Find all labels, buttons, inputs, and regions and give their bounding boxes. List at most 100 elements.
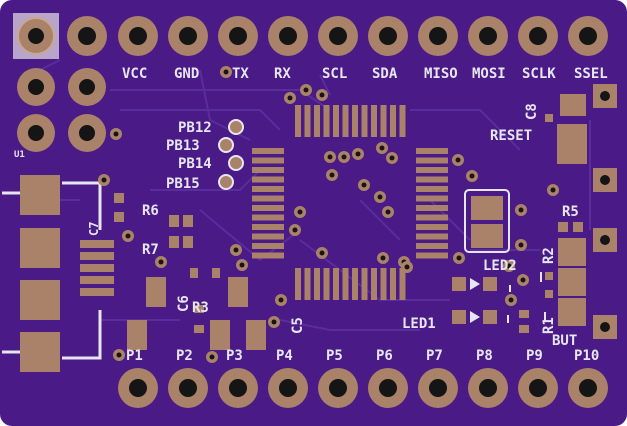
label-r1: R1	[541, 317, 557, 334]
bottom-label-p2: P2	[176, 348, 193, 364]
via	[401, 261, 413, 273]
via	[515, 239, 527, 251]
via	[155, 256, 167, 268]
bottom-pin-10	[568, 368, 608, 408]
top-header	[13, 13, 608, 59]
u1-pins	[17, 68, 106, 152]
via	[547, 184, 559, 196]
bottom-label-p4: P4	[276, 348, 293, 364]
top-label-gnd: GND	[174, 66, 199, 82]
via	[316, 89, 328, 101]
bottom-pin-1	[118, 368, 158, 408]
label-r7: R7	[142, 242, 159, 258]
bottom-pin-8	[468, 368, 508, 408]
silkscreen: VCC GND TX RX SCL SDA MISO MOSI SCLK SSEL P1 P2 P3 P…	[14, 66, 608, 364]
mcu-chip	[252, 105, 448, 300]
via	[122, 230, 134, 242]
top-pin-3	[218, 16, 258, 56]
top-pin-extra	[67, 16, 107, 56]
via	[505, 294, 517, 306]
label-c6: C6	[176, 295, 192, 312]
via	[338, 151, 350, 163]
label-pb14: PB14	[178, 156, 212, 172]
top-pin-1	[118, 16, 158, 56]
bottom-label-p3: P3	[226, 348, 243, 364]
label-pb13: PB13	[166, 138, 200, 154]
label-reset: RESET	[490, 128, 532, 144]
via	[453, 252, 465, 264]
label-c7: C7	[87, 222, 101, 236]
via	[377, 252, 389, 264]
label-r5: R5	[562, 204, 579, 220]
right-pins	[593, 84, 617, 339]
bottom-label-p7: P7	[426, 348, 443, 364]
via	[352, 148, 364, 160]
via	[275, 294, 287, 306]
top-label-sda: SDA	[372, 66, 398, 82]
top-pin-9	[518, 16, 558, 56]
via	[236, 259, 248, 271]
top-label-mosi: MOSI	[472, 66, 506, 82]
top-label-sclk: SCLK	[522, 66, 556, 82]
via	[316, 247, 328, 259]
bottom-pin-9	[518, 368, 558, 408]
pb-test-points	[218, 119, 244, 190]
silk-markers	[507, 272, 546, 323]
bottom-pin-2	[168, 368, 208, 408]
via	[289, 224, 301, 236]
smd-components	[114, 94, 587, 350]
bottom-label-p9: P9	[526, 348, 543, 364]
vias	[98, 66, 559, 363]
label-u1: U1	[14, 150, 25, 160]
top-label-rx: RX	[274, 66, 291, 82]
crystal	[464, 189, 510, 253]
top-label-ssel: SSEL	[574, 66, 608, 82]
top-label-vcc: VCC	[122, 66, 147, 82]
via	[382, 206, 394, 218]
top-label-miso: MISO	[424, 66, 458, 82]
leds	[452, 277, 497, 324]
label-r3: R3	[192, 300, 209, 316]
top-pin-7	[418, 16, 458, 56]
via	[358, 179, 370, 191]
via	[515, 204, 527, 216]
via	[294, 206, 306, 218]
bottom-label-p8: P8	[476, 348, 493, 364]
bottom-label-p10: P10	[574, 348, 599, 364]
via	[206, 351, 218, 363]
top-label-scl: SCL	[322, 66, 347, 82]
bottom-pin-6	[368, 368, 408, 408]
via	[324, 151, 336, 163]
label-led2: LED2	[483, 258, 517, 274]
via	[284, 92, 296, 104]
via	[98, 174, 110, 186]
bottom-label-p1: P1	[126, 348, 143, 364]
label-r6: R6	[142, 203, 159, 219]
bottom-label-p5: P5	[326, 348, 343, 364]
via	[376, 142, 388, 154]
top-pin-4	[268, 16, 308, 56]
top-label-tx: TX	[232, 66, 249, 82]
label-pb15: PB15	[166, 176, 200, 192]
via	[110, 128, 122, 140]
via	[374, 191, 386, 203]
bottom-header	[118, 368, 608, 408]
top-pin-6	[368, 16, 408, 56]
via	[386, 152, 398, 164]
bottom-pin-7	[418, 368, 458, 408]
via	[326, 169, 338, 181]
via	[466, 170, 478, 182]
top-pin-2	[168, 16, 208, 56]
label-r2: R2	[541, 247, 557, 264]
via	[268, 316, 280, 328]
label-c8: C8	[524, 103, 540, 120]
left-connector	[2, 175, 114, 372]
top-pin-5	[318, 16, 358, 56]
label-but: BUT	[552, 333, 577, 349]
via	[452, 154, 464, 166]
via	[300, 84, 312, 96]
top-pin-8	[468, 16, 508, 56]
bottom-pin-4	[268, 368, 308, 408]
via	[220, 66, 232, 78]
